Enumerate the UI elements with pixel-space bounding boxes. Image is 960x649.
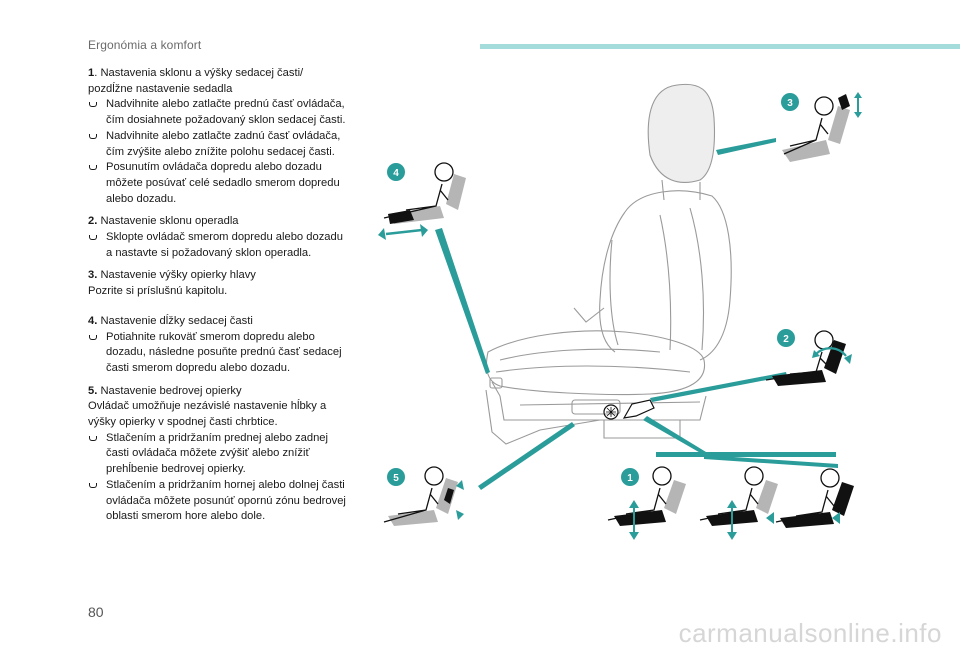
instructions-column: 1. Nastavenia sklonu a výšky sedacej čas… (88, 66, 350, 525)
lumbar-support-icon (383, 466, 464, 526)
section-3-intro: Pozrite si príslušnú kapitolu. (88, 285, 228, 298)
svg-text:3: 3 (787, 98, 793, 109)
section-2-bullets: Sklopte ovládač smerom dopredu alebo doz… (88, 230, 350, 261)
section-4-title: 4. Nastavenie dĺžky sedacej časti (88, 314, 253, 327)
seat-fore-aft-icon (766, 468, 854, 528)
watermark-text: carmanualsonline.info (678, 618, 942, 648)
section-1: 1. Nastavenia sklonu a výšky sedacej čas… (88, 66, 350, 207)
badge-2: 2 (777, 329, 795, 347)
section-2-title: 2. Nastavenie sklonu operadla (88, 215, 239, 228)
page-number: 80 (88, 604, 104, 620)
svg-text:1: 1 (627, 473, 633, 484)
bullet-item: Nadvihnite alebo zatlačte zadnú časť ovl… (88, 129, 350, 160)
header-accent-bar (480, 44, 960, 49)
section-5-title: 5. Nastavenie bedrovej opierky (88, 384, 242, 397)
seat-outline (485, 83, 732, 445)
bullet-item: Posunutím ovládača dopredu alebo dozadu … (88, 160, 350, 207)
section-5: 5. Nastavenie bedrovej opierky Ovládač u… (88, 384, 350, 525)
cushion-length-icon (378, 162, 466, 240)
svg-text:4: 4 (393, 168, 399, 179)
section-1-bullets: Nadvihnite alebo zatlačte prednú časť ov… (88, 97, 350, 207)
section-5-bullets: Stlačením a pridržaním prednej alebo zad… (88, 431, 350, 525)
section-1-title: 1. Nastavenia sklonu a výšky sedacej čas… (88, 67, 304, 95)
badge-4: 4 (387, 163, 405, 181)
leader-lines (435, 138, 838, 490)
cushion-tilt-icon (607, 466, 686, 540)
section-2: 2. Nastavenie sklonu operadla Sklopte ov… (88, 214, 350, 261)
headrest-height-icon (782, 92, 862, 162)
section-5-intro: Ovládač umožňuje nezávislé nastavenie hĺ… (88, 400, 327, 429)
backrest-angle-icon (765, 330, 852, 386)
bullet-item: Stlačením a pridržaním hornej alebo doln… (88, 478, 350, 525)
bullet-item: Stlačením a pridržaním prednej alebo zad… (88, 431, 350, 478)
section-4-bullets: Potiahnite rukoväť smerom dopredu alebo … (88, 330, 350, 377)
badge-5: 5 (387, 468, 405, 486)
section-3-title: 3. Nastavenie výšky opierky hlavy (88, 269, 256, 282)
svg-text:5: 5 (393, 473, 399, 484)
svg-text:2: 2 (783, 334, 789, 345)
section-4: 4. Nastavenie dĺžky sedacej časti Potiah… (88, 314, 350, 377)
badge-3: 3 (781, 93, 799, 111)
bullet-item: Sklopte ovládač smerom dopredu alebo doz… (88, 230, 350, 261)
bullet-item: Potiahnite rukoväť smerom dopredu alebo … (88, 330, 350, 377)
badge-1: 1 (621, 468, 639, 486)
bullet-item: Nadvihnite alebo zatlačte prednú časť ov… (88, 97, 350, 128)
section-3: 3. Nastavenie výšky opierky hlavy Pozrit… (88, 268, 350, 299)
header-title: Ergonómia a komfort (88, 38, 202, 52)
seat-controls (603, 399, 655, 420)
cushion-height-icon (699, 466, 778, 540)
